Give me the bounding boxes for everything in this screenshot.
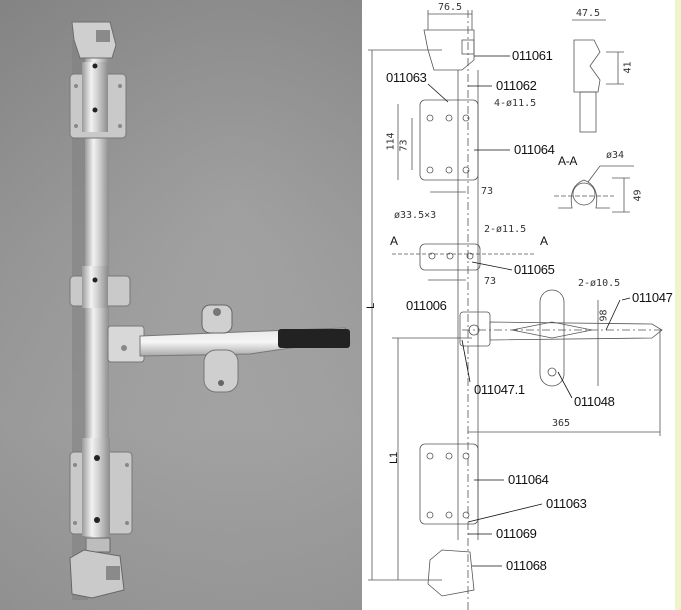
part-label-011065: 011065 [514,262,555,277]
overall-length-label: L [364,303,377,309]
dim-side-height: 41 [622,61,634,74]
lock-bar-photo-illustration [69,21,351,600]
part-label-011061: 011061 [512,48,553,63]
section-marker-right: A [540,234,548,248]
dim-side-width: 47.5 [576,8,601,19]
section-marker-left: A [390,234,398,248]
part-label-011063-lower: 011063 [546,496,587,511]
part-label-011006: 011006 [406,298,447,313]
part-label-011047: 011047 [632,290,673,305]
dim-top-width: 76.5 [438,2,463,13]
dim-handle-height: 98 [598,309,610,322]
part-label-011048: 011048 [574,394,615,409]
part-label-011064-lower: 011064 [508,472,549,487]
section-label: A-A [558,154,578,168]
dim-bracket-holes: 4-ø11.5 [494,98,537,109]
part-label-011063: 011063 [386,70,427,85]
dim-handle-length: 365 [552,418,571,429]
dim-bracket-height-outer: 114 [385,132,397,151]
dim-guide-width: 73 [484,276,497,287]
drawing-lines [368,10,663,610]
product-photo [0,0,362,610]
dim-section-diameter: ø34 [606,150,625,161]
part-label-011047-1: 011047.1 [474,382,525,397]
dim-tube: ø33.5×3 [394,210,437,221]
technical-drawing: 76.5 47.5 41 4-ø11.5 114 73 73 ø33.5×3 2… [362,0,675,610]
dim-bracket-width: 73 [481,186,494,197]
part-label-011069: 011069 [496,526,537,541]
part-label-011068: 011068 [506,558,547,573]
dim-section-height: 49 [632,189,644,202]
right-edge-border [675,0,681,610]
part-label-011062: 011062 [496,78,537,93]
dim-bracket-height-inner: 73 [398,139,410,152]
dim-guide-holes: 2-ø11.5 [484,224,527,235]
dim-handle-holes: 2-ø10.5 [578,278,621,289]
part-label-011064: 011064 [514,142,555,157]
l1-length-label: L1 [387,452,400,464]
